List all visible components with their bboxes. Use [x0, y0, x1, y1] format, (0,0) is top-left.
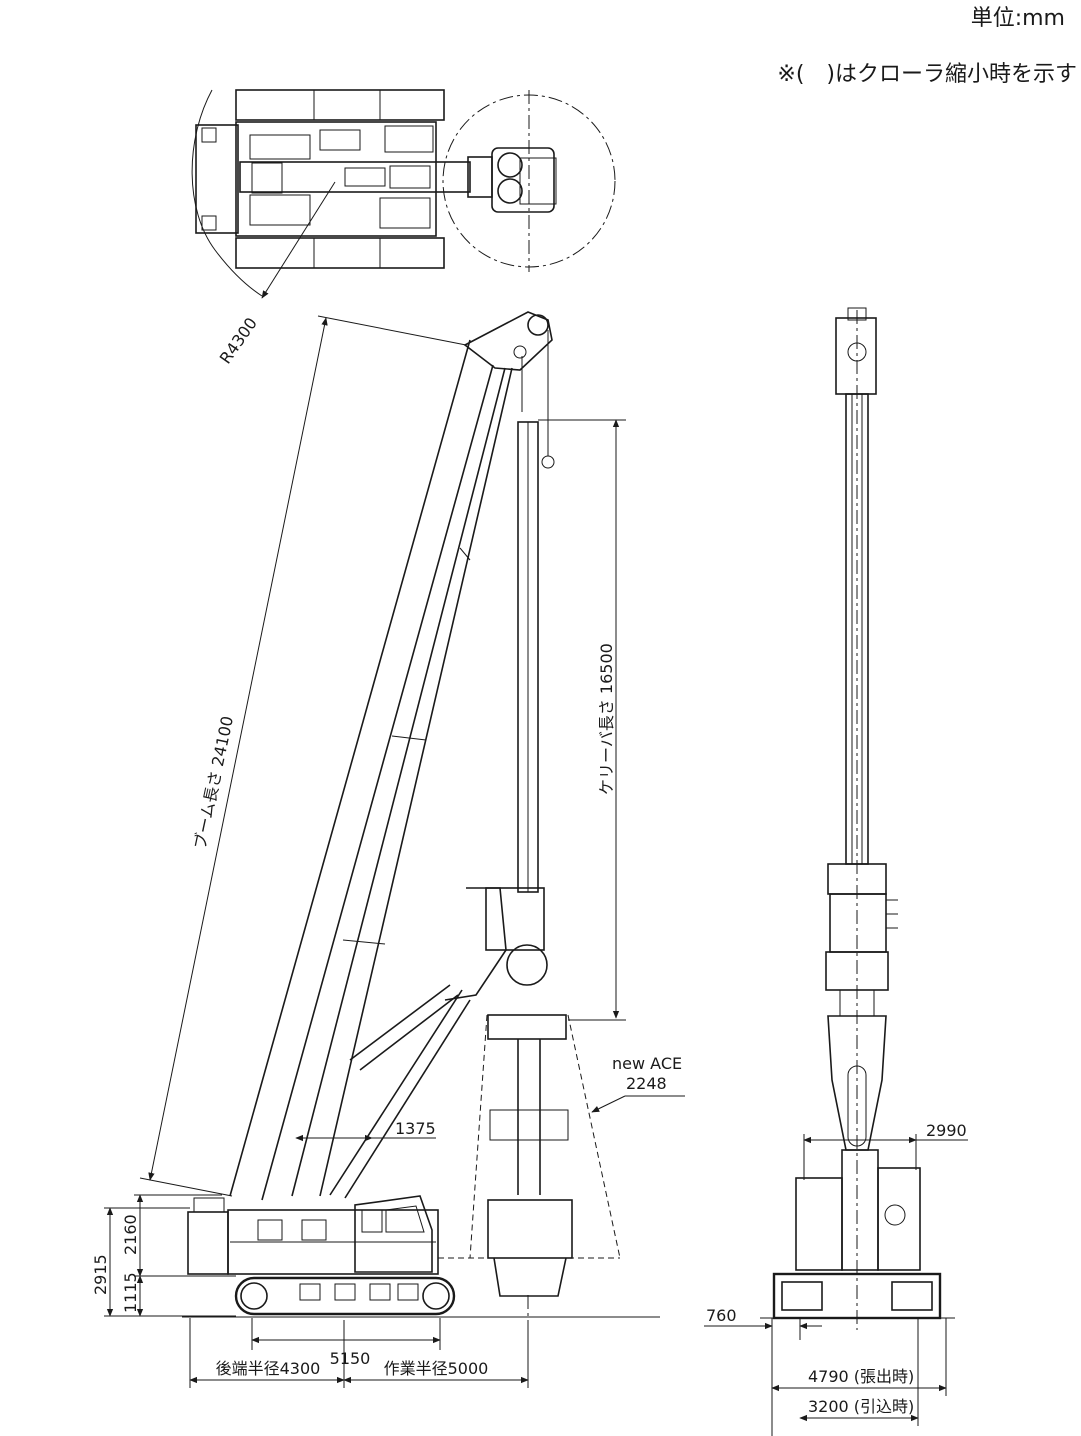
- front-rotary-drive: [829, 893, 887, 953]
- front-view: [760, 307, 955, 1330]
- r4300-label: R4300: [216, 314, 261, 367]
- boom-length-label: ブーム長さ 24100: [190, 714, 237, 851]
- kelly-length-label: ケリーバ長さ 16500: [597, 643, 616, 795]
- tool-dim-label: 2248: [626, 1074, 667, 1093]
- counterweight: [195, 124, 239, 234]
- width-2990-label: 2990: [926, 1121, 967, 1140]
- front-mast-head: [835, 317, 877, 395]
- track-5150-label: 5150: [330, 1349, 371, 1368]
- height-2915-label: 2915: [91, 1254, 110, 1295]
- r4300-leader: [261, 181, 336, 299]
- top-view: R4300: [191, 89, 616, 367]
- front-upper-right: [877, 1167, 921, 1271]
- tool-top: [487, 1014, 567, 1040]
- height-1115-label: 1115: [121, 1272, 140, 1313]
- cab: [354, 1195, 433, 1273]
- height-2160-label: 2160: [121, 1214, 140, 1255]
- offset-1375-label: 1375: [395, 1119, 436, 1138]
- boom-length-dim: [148, 317, 328, 1181]
- side-counterweight: [187, 1211, 229, 1275]
- unit-label: 単位:mm: [970, 6, 1065, 31]
- work-radius-label: 作業半径5000: [384, 1359, 489, 1378]
- crawler-upper: [235, 89, 445, 121]
- boom-plan: [239, 161, 471, 193]
- front-upper-left: [795, 1177, 843, 1271]
- width-retracted-label: 3200 (引込時): [808, 1397, 914, 1416]
- width-760-label: 760: [706, 1306, 737, 1325]
- crawler-note: ※( )はクローラ縮小時を示す: [777, 62, 1077, 87]
- rotary-head-plan: [491, 147, 555, 213]
- side-crawler: [234, 1276, 456, 1316]
- rotary-drive: [485, 887, 545, 951]
- width-extended-label: 4790 (張出時): [808, 1367, 914, 1386]
- side-view: [182, 311, 660, 1330]
- upper-structure: [235, 121, 437, 237]
- tail-swing-arc: [191, 89, 263, 297]
- boom-head: [463, 311, 553, 371]
- tool-dim-leader: [591, 1095, 626, 1113]
- tool-name-label: new ACE: [612, 1054, 682, 1073]
- crawler-lower: [235, 237, 445, 269]
- tool-bucket: [487, 1199, 573, 1259]
- tail-radius-label: 後端半径4300: [216, 1359, 321, 1378]
- front-dimensions: 2990 760 4790 (張出時) 3200 (引込時): [704, 1121, 968, 1436]
- side-dimensions: ブーム長さ 24100 ケリーバ長さ 16500 new ACE 2248 13…: [91, 315, 685, 1388]
